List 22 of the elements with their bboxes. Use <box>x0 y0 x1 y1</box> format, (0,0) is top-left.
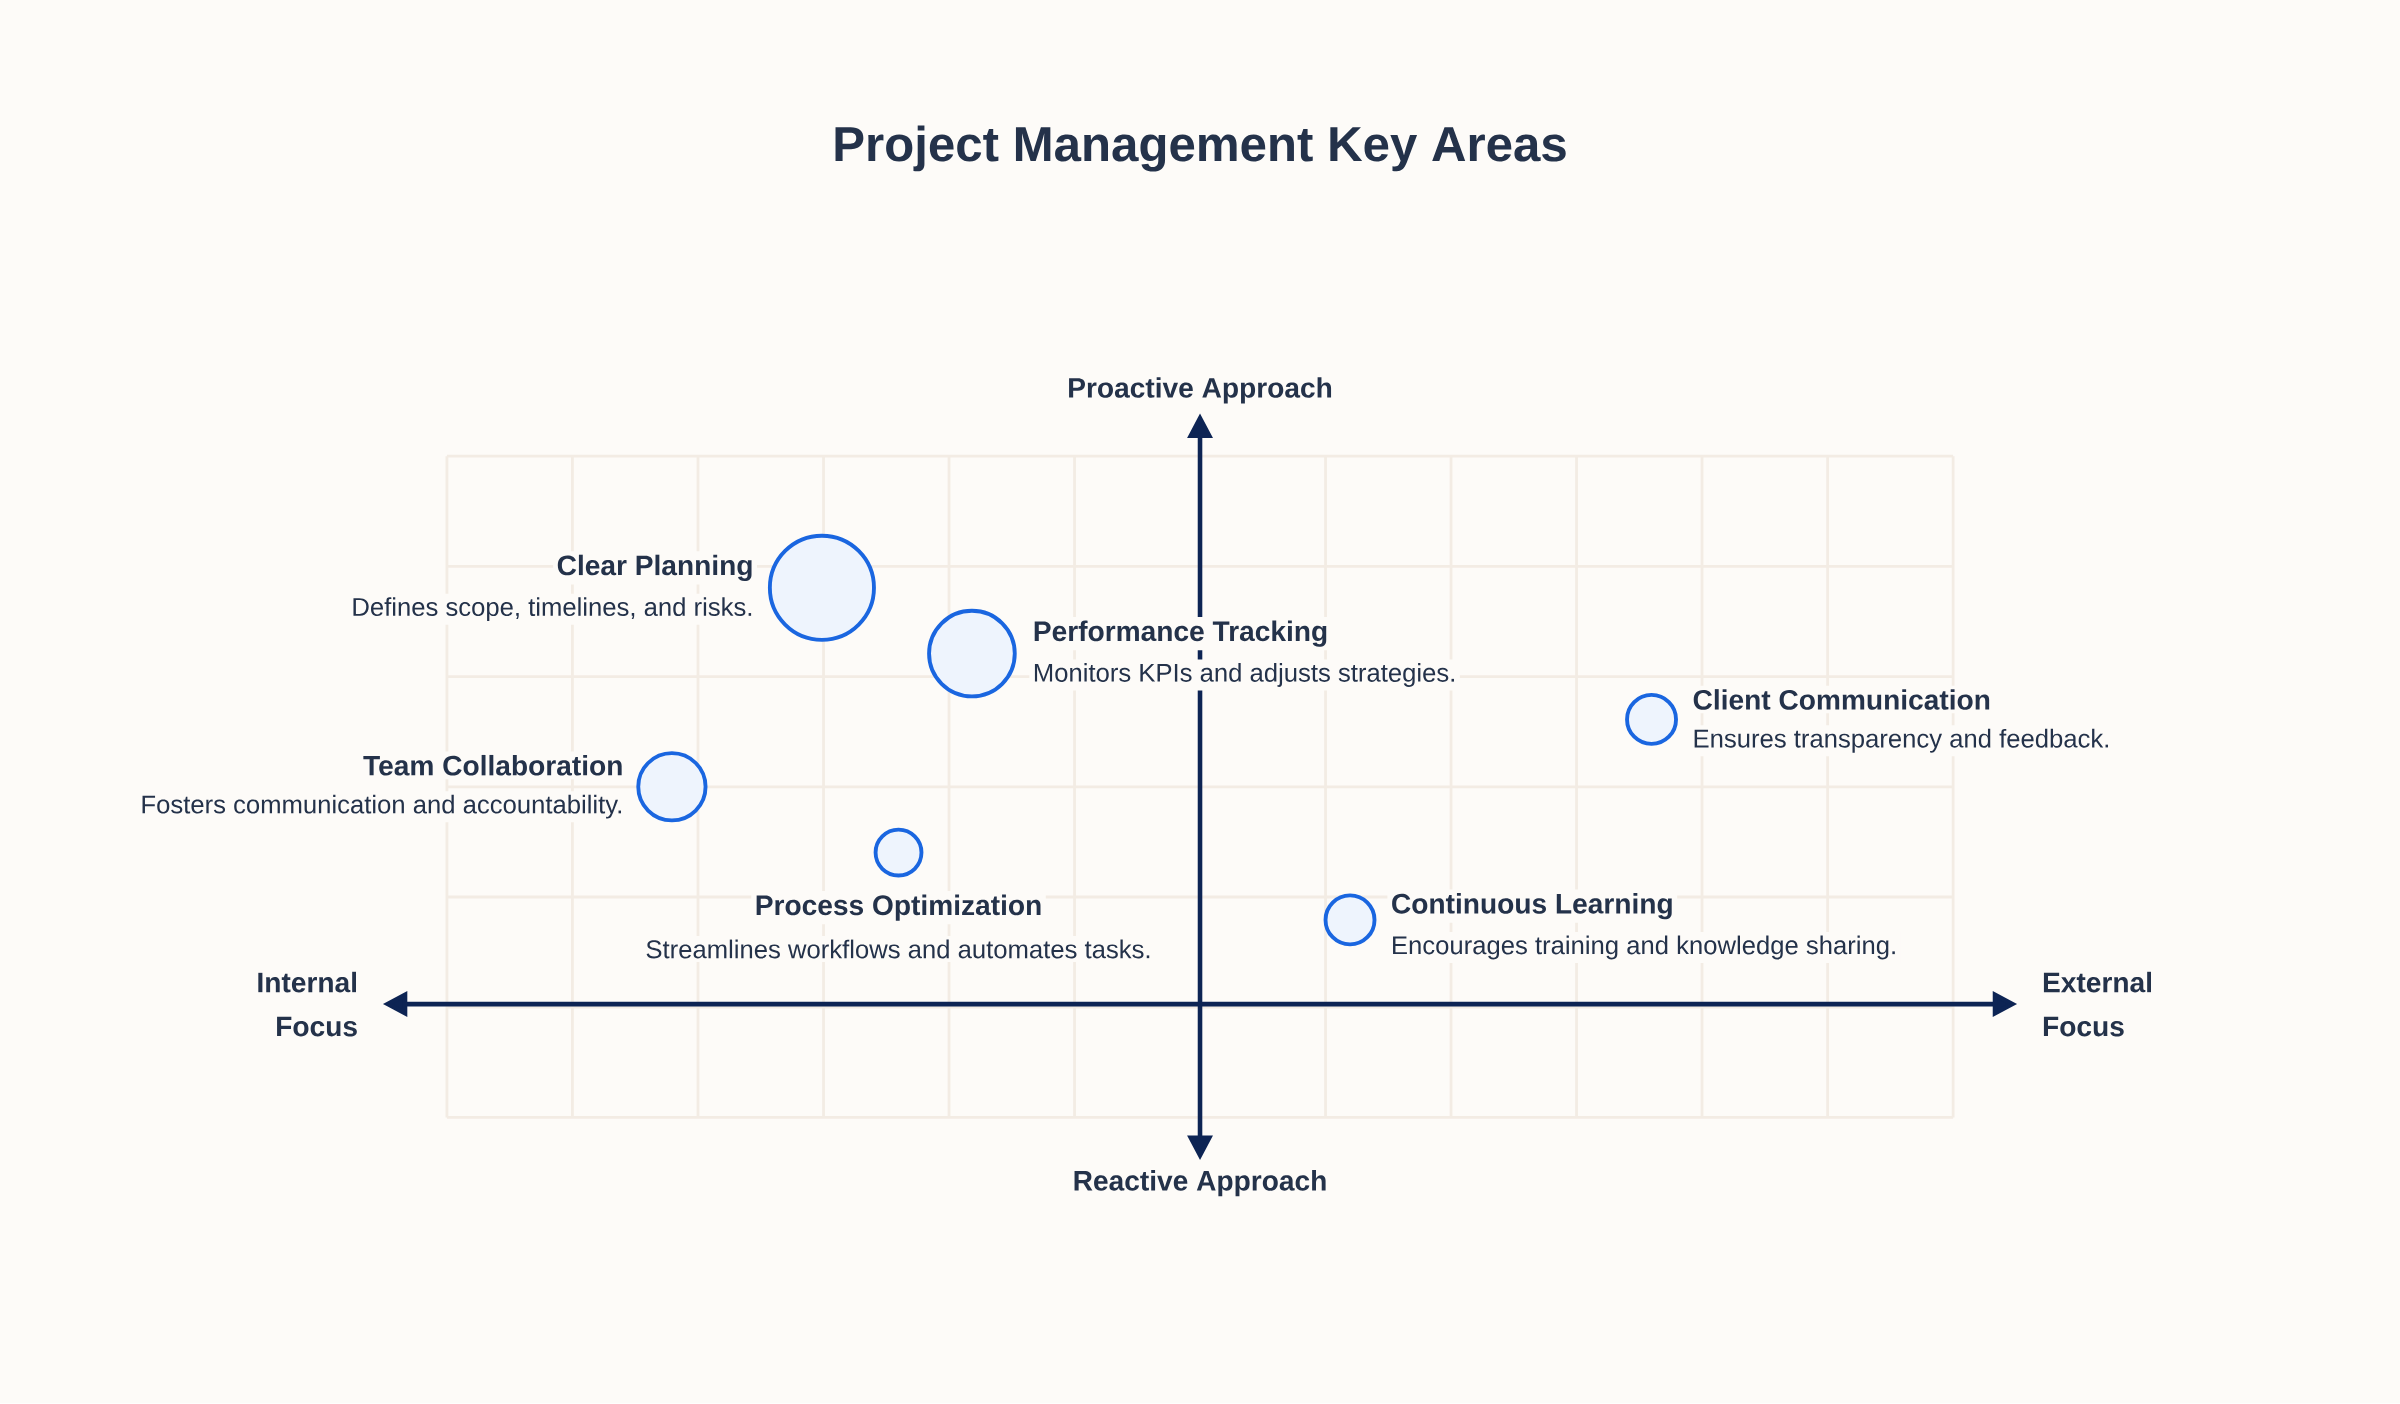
heading: Process Optimization <box>751 891 1046 925</box>
description: Fosters communication and accountability. <box>136 791 627 823</box>
title: Project Management Key Areas <box>835 125 1566 172</box>
heading: Clear Planning <box>553 551 757 585</box>
axis-label: Reactive Approach <box>1074 1170 1326 1197</box>
axis-label: External Focus <box>2043 972 2152 1037</box>
bubble <box>927 609 1017 699</box>
heading: Team Collaboration <box>359 751 627 780</box>
description: Defines scope, timelines, and risks. <box>347 593 757 625</box>
bubble <box>636 751 708 823</box>
description: Streamlines workflows and automates tasks. <box>641 936 1156 963</box>
heading: Continuous Learning <box>1387 889 1678 924</box>
bubble <box>767 534 876 642</box>
axis-label: Internal Focus <box>258 972 357 1037</box>
heading: Performance Tracking <box>1029 617 1332 651</box>
bubble <box>873 827 924 878</box>
description: Ensures transparency and feedback. <box>1689 725 2114 757</box>
bubble <box>1323 893 1377 947</box>
description: Monitors KPIs and adjusts strategies. <box>1029 659 1460 691</box>
axis-label: Proactive Approach <box>1069 377 1332 404</box>
heading: Client Communication <box>1689 685 1995 714</box>
description: Encourages training and knowledge sharing. <box>1387 932 1901 964</box>
